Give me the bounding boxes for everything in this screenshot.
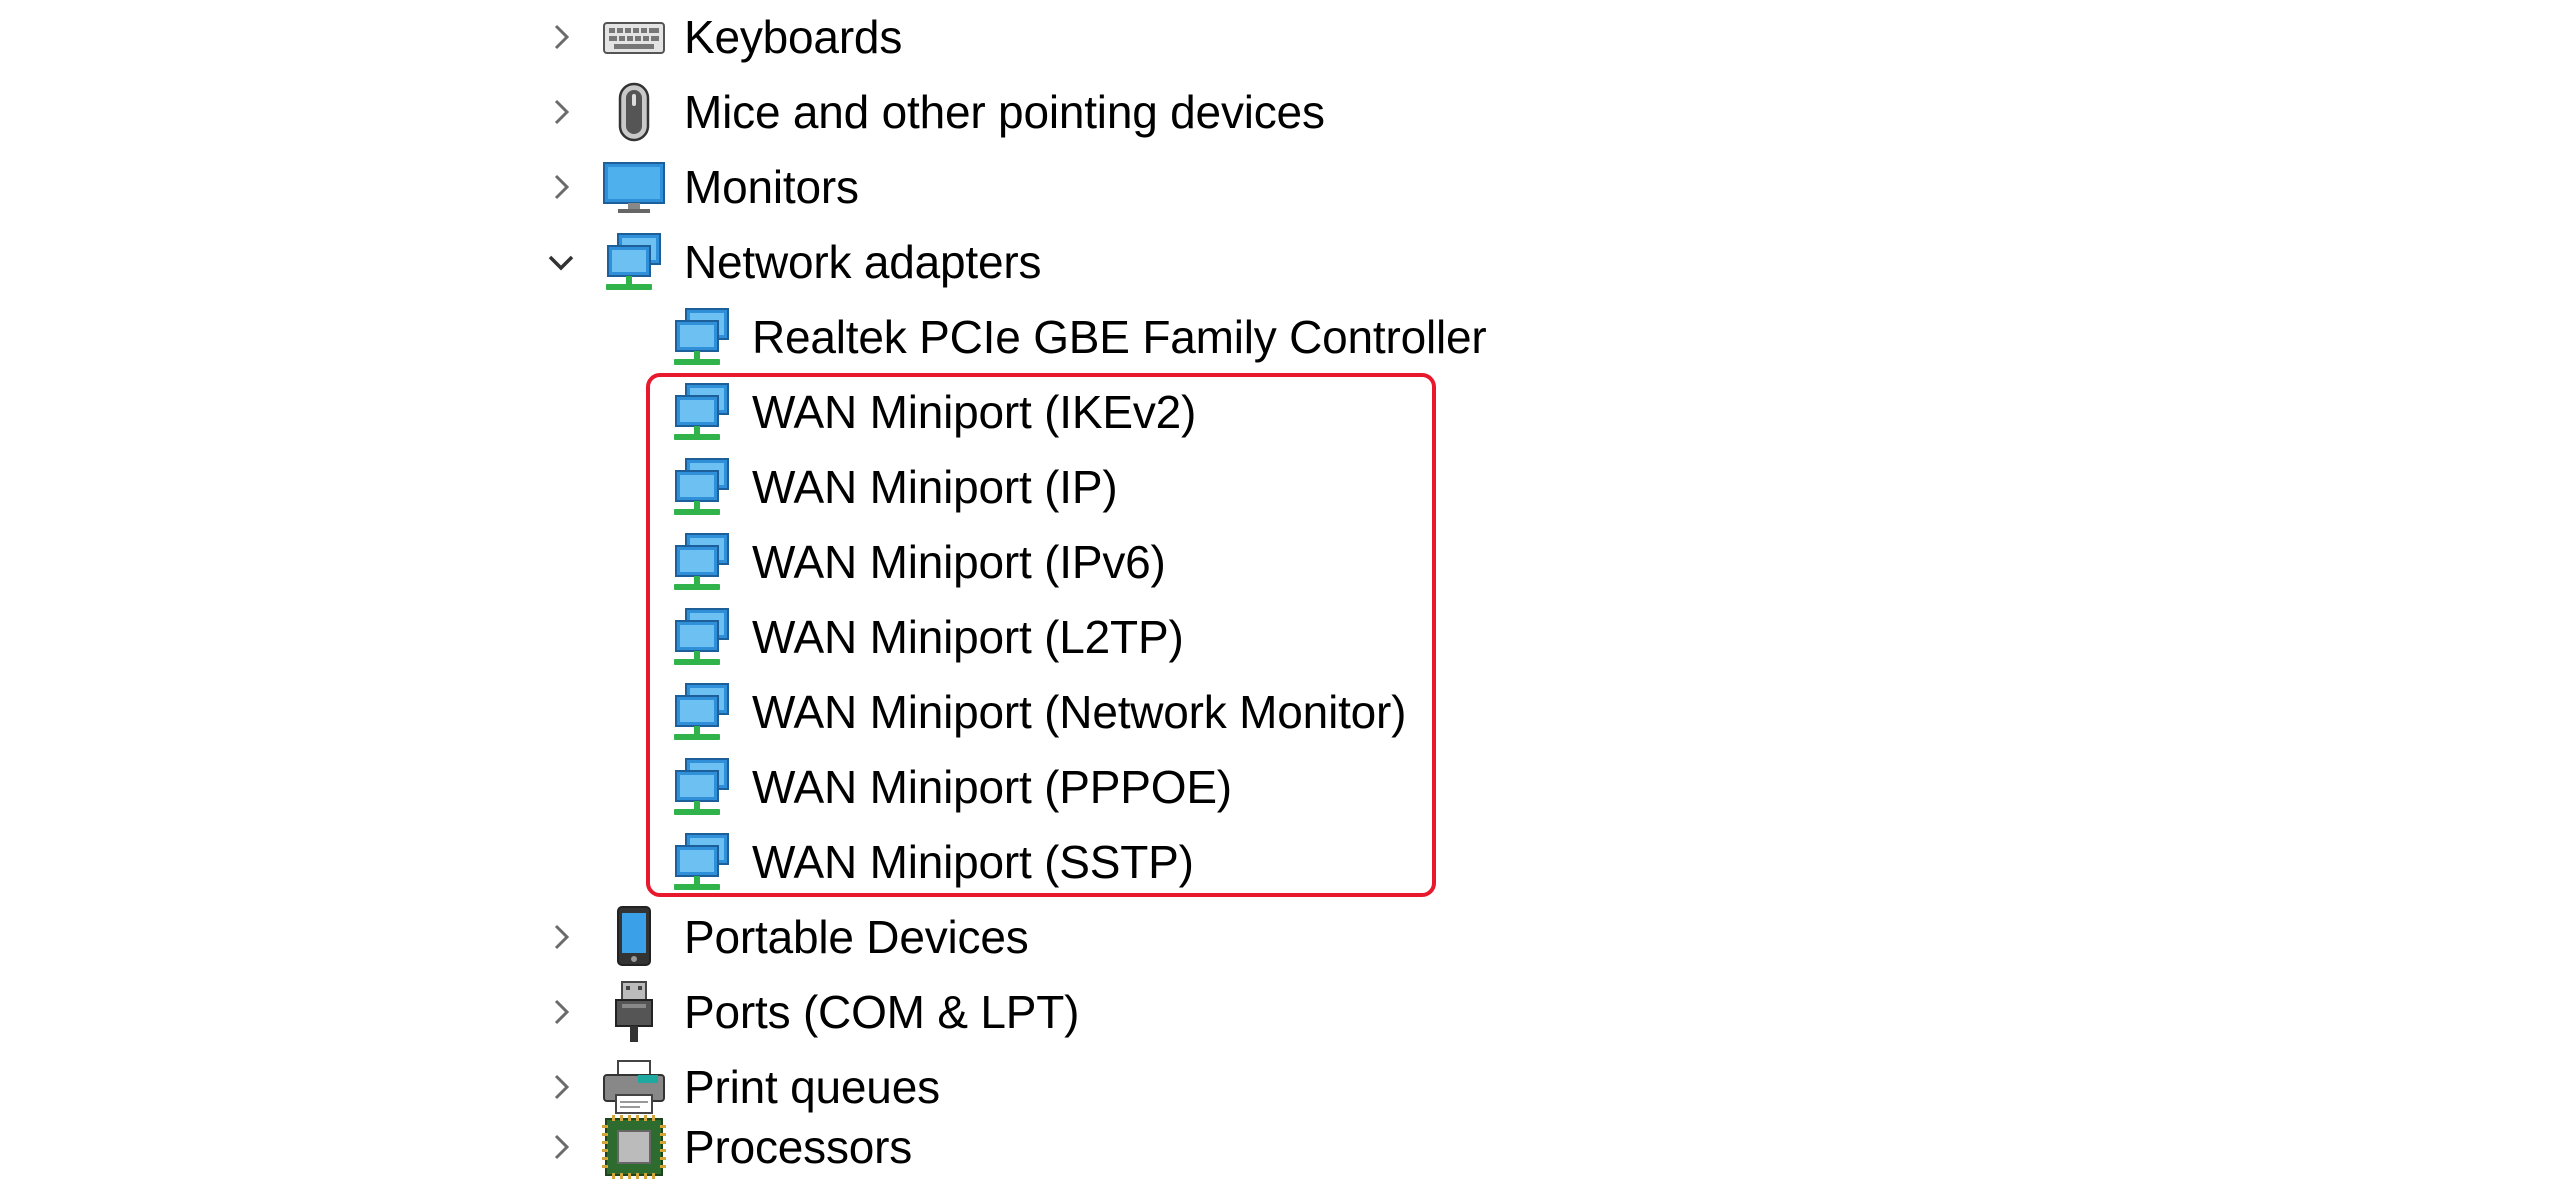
device-item-wan-ipv6[interactable]: WAN Miniport (IPv6) [670,525,1166,599]
network-adapter-icon [670,605,734,669]
device-label: WAN Miniport (IKEv2) [752,386,1197,438]
portable-device-icon [602,905,666,969]
processor-icon [602,1115,666,1179]
network-adapter-icon [670,680,734,744]
chevron-right-icon[interactable] [536,900,586,974]
network-adapter-icon [670,380,734,444]
chevron-right-icon[interactable] [536,975,586,1049]
tree-item-label: Network adapters [684,236,1042,288]
device-item-realtek[interactable]: Realtek PCIe GBE Family Controller [670,300,1487,374]
tree-item-label: Ports (COM & LPT) [684,986,1080,1038]
device-item-wan-pppoe[interactable]: WAN Miniport (PPPOE) [670,750,1232,824]
device-label: WAN Miniport (Network Monitor) [752,686,1407,738]
printer-icon [602,1055,666,1119]
tree-item-ports[interactable]: Ports (COM & LPT) [536,975,1080,1049]
tree-item-label: Keyboards [684,11,903,63]
device-item-wan-sstp[interactable]: WAN Miniport (SSTP) [670,825,1194,899]
device-item-wan-ip[interactable]: WAN Miniport (IP) [670,450,1118,524]
tree-item-network-adapters[interactable]: Network adapters [536,225,1042,299]
chevron-right-icon[interactable] [536,0,586,74]
chevron-right-icon[interactable] [536,150,586,224]
device-label: Realtek PCIe GBE Family Controller [752,311,1487,363]
device-label: WAN Miniport (L2TP) [752,611,1184,663]
keyboard-icon [602,5,666,69]
network-adapter-icon [602,230,666,294]
device-label: WAN Miniport (PPPOE) [752,761,1232,813]
chevron-right-icon[interactable] [536,1050,586,1124]
port-icon [602,980,666,1044]
network-adapter-icon [670,305,734,369]
tree-item-portable-devices[interactable]: Portable Devices [536,900,1029,974]
tree-item-mice[interactable]: Mice and other pointing devices [536,75,1325,149]
tree-item-label: Mice and other pointing devices [684,86,1325,138]
device-item-wan-l2tp[interactable]: WAN Miniport (L2TP) [670,600,1184,674]
device-item-wan-network-monitor[interactable]: WAN Miniport (Network Monitor) [670,675,1406,749]
network-adapter-icon [670,830,734,894]
network-adapter-icon [670,755,734,819]
tree-item-label: Processors [684,1121,913,1173]
device-label: WAN Miniport (IPv6) [752,536,1166,588]
tree-item-processors[interactable]: Processors [536,1110,912,1184]
chevron-right-icon[interactable] [536,75,586,149]
monitor-icon [602,155,666,219]
device-item-wan-ikev2[interactable]: WAN Miniport (IKEv2) [670,375,1196,449]
tree-item-print-queues[interactable]: Print queues [536,1050,940,1124]
tree-item-label: Portable Devices [684,911,1029,963]
chevron-right-icon[interactable] [536,1110,586,1184]
mouse-icon [602,80,666,144]
device-label: WAN Miniport (SSTP) [752,836,1194,888]
tree-item-label: Print queues [684,1061,940,1113]
tree-item-label: Monitors [684,161,859,213]
network-adapter-icon [670,455,734,519]
tree-item-monitors[interactable]: Monitors [536,150,859,224]
network-adapter-icon [670,530,734,594]
device-label: WAN Miniport (IP) [752,461,1118,513]
tree-item-keyboards[interactable]: Keyboards [536,0,902,74]
chevron-down-icon[interactable] [536,225,586,299]
